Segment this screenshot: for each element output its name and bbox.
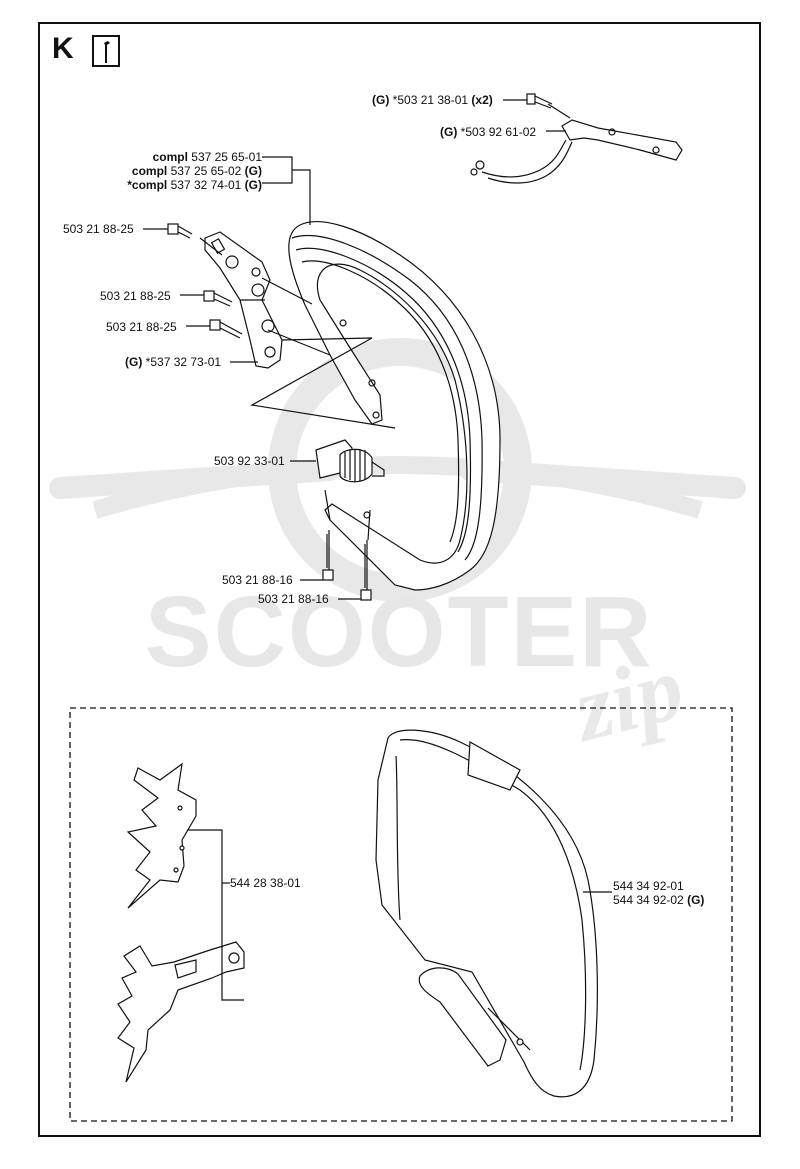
label-bolt-top: (G) *503 21 38-01 (x2) <box>372 93 493 107</box>
label-spike: 544 28 38-01 <box>230 876 301 890</box>
damper <box>315 439 385 483</box>
label-screw-3: 503 21 88-25 <box>106 320 177 334</box>
label-screw-bottom-2: 503 21 88-16 <box>258 592 329 606</box>
diagram-frame <box>38 22 761 1137</box>
label-handle-compl-1: compl 537 25 65-01 <box>152 150 262 164</box>
screw-bottom-1 <box>322 530 334 581</box>
watermark-text: SCOOTER <box>145 576 654 688</box>
wrench-icon <box>92 35 120 67</box>
screw-2 <box>203 290 233 307</box>
label-bracket-left: (G) *537 32 73-01 <box>125 355 222 369</box>
screw-3 <box>209 319 243 339</box>
label-bracket-top: (G) *503 92 61-02 <box>440 125 537 139</box>
label-handle-alt-1: 544 34 92-01 <box>613 879 684 893</box>
label-handle-compl-2: compl 537 25 65-02 (G) <box>131 164 262 178</box>
label-screw-2: 503 21 88-25 <box>100 289 171 303</box>
label-screw-bottom-1: 503 21 88-16 <box>222 573 293 587</box>
bolt-top <box>526 93 553 109</box>
label-handle-compl-3: *compl 537 32 74-01 (G) <box>127 178 262 192</box>
spike-upper <box>126 762 197 909</box>
alternative-parts-box <box>69 707 733 1122</box>
label-damper: 503 92 33-01 <box>214 454 285 468</box>
screw-bottom-2 <box>360 540 372 601</box>
front-handle-main <box>288 221 501 591</box>
label-handle-alt-2: 544 34 92-02 (G) <box>613 893 705 907</box>
screw-1 <box>167 223 193 239</box>
label-screw-1: 503 21 88-25 <box>63 222 134 236</box>
section-letter: K <box>52 32 74 65</box>
spike-lower <box>117 941 245 1083</box>
front-handle-alt <box>375 729 598 1098</box>
bracket-top <box>470 119 683 184</box>
